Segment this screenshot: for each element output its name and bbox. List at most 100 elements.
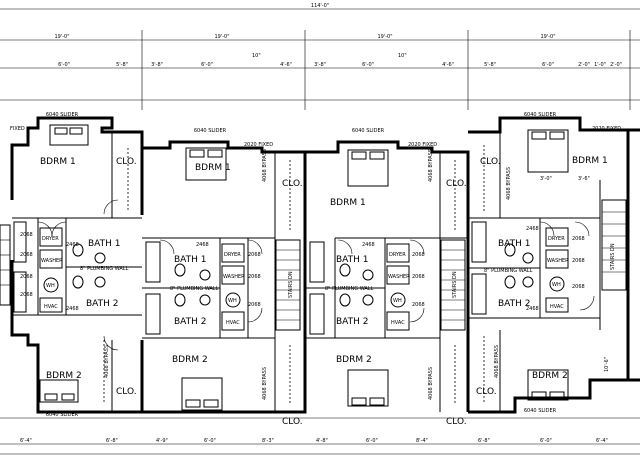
label-hvac-b: HVAC <box>226 320 240 326</box>
bottom-dim: 4'-8" <box>316 438 328 444</box>
label-dryer-d: DRYER <box>548 236 565 242</box>
label-stairs-c: STAIRS DN <box>452 271 458 298</box>
unit-width-3: 19'-0" <box>377 34 392 40</box>
label-door: 2068 <box>412 252 425 258</box>
label-dim-3-0: 3'-0" <box>540 176 552 182</box>
label-door: 2068 <box>248 302 261 308</box>
room-label-bath2-a: BATH 2 <box>86 299 118 309</box>
room-label-bdrm2-a: BDRM 2 <box>46 371 82 381</box>
label-washer-d: WASHER <box>547 258 569 264</box>
room-label-bdrm2-d: BDRM 2 <box>532 371 568 381</box>
dimension-lines-top <box>0 8 640 110</box>
label-door: 2068 <box>572 258 585 264</box>
top-dim: 6'-0" <box>58 62 70 68</box>
unit-width-1: 19'-0" <box>54 34 69 40</box>
overall-dimension: 114'-0" <box>311 3 329 9</box>
room-label-bath2-d: BATH 2 <box>498 299 530 309</box>
label-hvac-c: HVAC <box>391 320 405 326</box>
window-fixed-d: 2020 FIXED <box>592 126 621 132</box>
label-plumbing-b: 8" PLUMBING WALL <box>170 286 219 292</box>
window-slider-d: 6040 SLIDER <box>524 112 557 118</box>
top-dim: 6'-0" <box>362 62 374 68</box>
window-slider-d2: 6040 SLIDER <box>524 408 557 414</box>
label-stairs-b: STAIRS DN <box>288 271 294 298</box>
label-bypass-c: 4068 BYPASS <box>428 149 434 182</box>
room-label-bdrm1-a: BDRM 1 <box>40 157 76 167</box>
room-label-bath2-c: BATH 2 <box>336 317 368 327</box>
label-door: 2068 <box>20 292 33 298</box>
room-label-clo-c2: CLO. <box>446 417 467 427</box>
room-label-bath1-d: BATH 1 <box>498 239 530 249</box>
interior-walls <box>12 132 601 412</box>
top-dim: 4'-6" <box>280 62 292 68</box>
label-bypass-b: 4068 BYPASS <box>262 149 268 182</box>
bottom-dim: 6'-8" <box>106 438 118 444</box>
label-door: 2068 <box>20 274 33 280</box>
label-door-2468: 2468 <box>196 242 209 248</box>
label-wh-d: WH <box>552 282 561 288</box>
window-slider-a2: 6040 SLIDER <box>46 412 79 418</box>
room-label-bath1-a: BATH 1 <box>88 239 120 249</box>
label-wh-a: WH <box>46 283 55 289</box>
label-door: 2068 <box>412 302 425 308</box>
top-dim: 5'-8" <box>116 62 128 68</box>
top-dim: 6'-0" <box>201 62 213 68</box>
unit-width-2: 19'-0" <box>214 34 229 40</box>
label-dryer-c: DRYER <box>389 252 406 258</box>
top-dim: 1'-0" <box>594 62 606 68</box>
label-hvac-d: HVAC <box>550 304 564 310</box>
window-fixed-a: FIXED <box>10 126 25 132</box>
label-bypass-d: 4068 BYPASS <box>506 167 512 200</box>
window-slider-c: 6040 SLIDER <box>352 128 385 134</box>
room-label-bath1-b: BATH 1 <box>174 255 206 265</box>
label-washer-c: WASHER <box>388 274 410 280</box>
beds <box>39 124 569 411</box>
label-bypass-c2: 4068 BYPASS <box>428 367 434 400</box>
label-plumbing-a: 8" PLUMBING WALL <box>80 266 129 272</box>
bottom-dim: 6'-0" <box>204 438 216 444</box>
label-door: 2068 <box>572 236 585 242</box>
label-wh-b: WH <box>228 298 237 304</box>
label-door-2468: 2468 <box>66 242 79 248</box>
room-label-bdrm2-b: BDRM 2 <box>172 355 208 365</box>
label-door-2468: 2468 <box>66 306 79 312</box>
room-label-clo-d2: CLO. <box>476 387 497 397</box>
bypass-doors <box>103 145 485 404</box>
label-door-2468: 2468 <box>362 242 375 248</box>
dim-ten-b: 10" <box>252 53 261 59</box>
room-label-clo-d: CLO. <box>480 157 501 167</box>
window-fixed-c: 2020 FIXED <box>408 142 437 148</box>
label-dim-3-6: 3'-6" <box>578 176 590 182</box>
label-plumbing-d: 8" PLUMBING WALL <box>484 268 533 274</box>
room-label-bath1-c: BATH 1 <box>336 255 368 265</box>
bottom-dim: 8'-3" <box>262 438 274 444</box>
walls <box>10 116 640 414</box>
bottom-dim: 6'-0" <box>366 438 378 444</box>
label-dryer-b: DRYER <box>224 252 241 258</box>
window-fixed-b: 2020 FIXED <box>244 142 273 148</box>
label-washer-b: WASHER <box>223 274 245 280</box>
label-door: 2068 <box>20 232 33 238</box>
label-stairs-d: STAIRS DN <box>610 243 616 270</box>
bottom-dim: 6'-0" <box>540 438 552 444</box>
top-dim: 4'-6" <box>442 62 454 68</box>
label-door-2468: 2468 <box>526 226 539 232</box>
top-dim: 2'-0" <box>610 62 622 68</box>
bottom-dim: 6'-4" <box>596 438 608 444</box>
room-label-clo-b: CLO. <box>282 179 303 189</box>
label-bypass-a2: 4068 BYPASS <box>104 345 110 378</box>
room-label-bdrm1-b: BDRM 1 <box>195 163 231 173</box>
label-door: 2068 <box>572 284 585 290</box>
room-label-bdrm1-c: BDRM 1 <box>330 198 366 208</box>
room-label-clo-a: CLO. <box>116 157 137 167</box>
label-door: 2068 <box>248 274 261 280</box>
window-slider-a: 6040 SLIDER <box>46 112 79 118</box>
bottom-dim: 8'-4" <box>416 438 428 444</box>
bottom-dim: 4'-9" <box>156 438 168 444</box>
label-plumbing-c: 8" PLUMBING WALL <box>325 286 374 292</box>
label-wh-c: WH <box>393 298 402 304</box>
label-bypass-b2: 4068 BYPASS <box>262 367 268 400</box>
top-dim: 3'-8" <box>151 62 163 68</box>
label-dim-10-6: 10'-6" <box>604 357 610 372</box>
